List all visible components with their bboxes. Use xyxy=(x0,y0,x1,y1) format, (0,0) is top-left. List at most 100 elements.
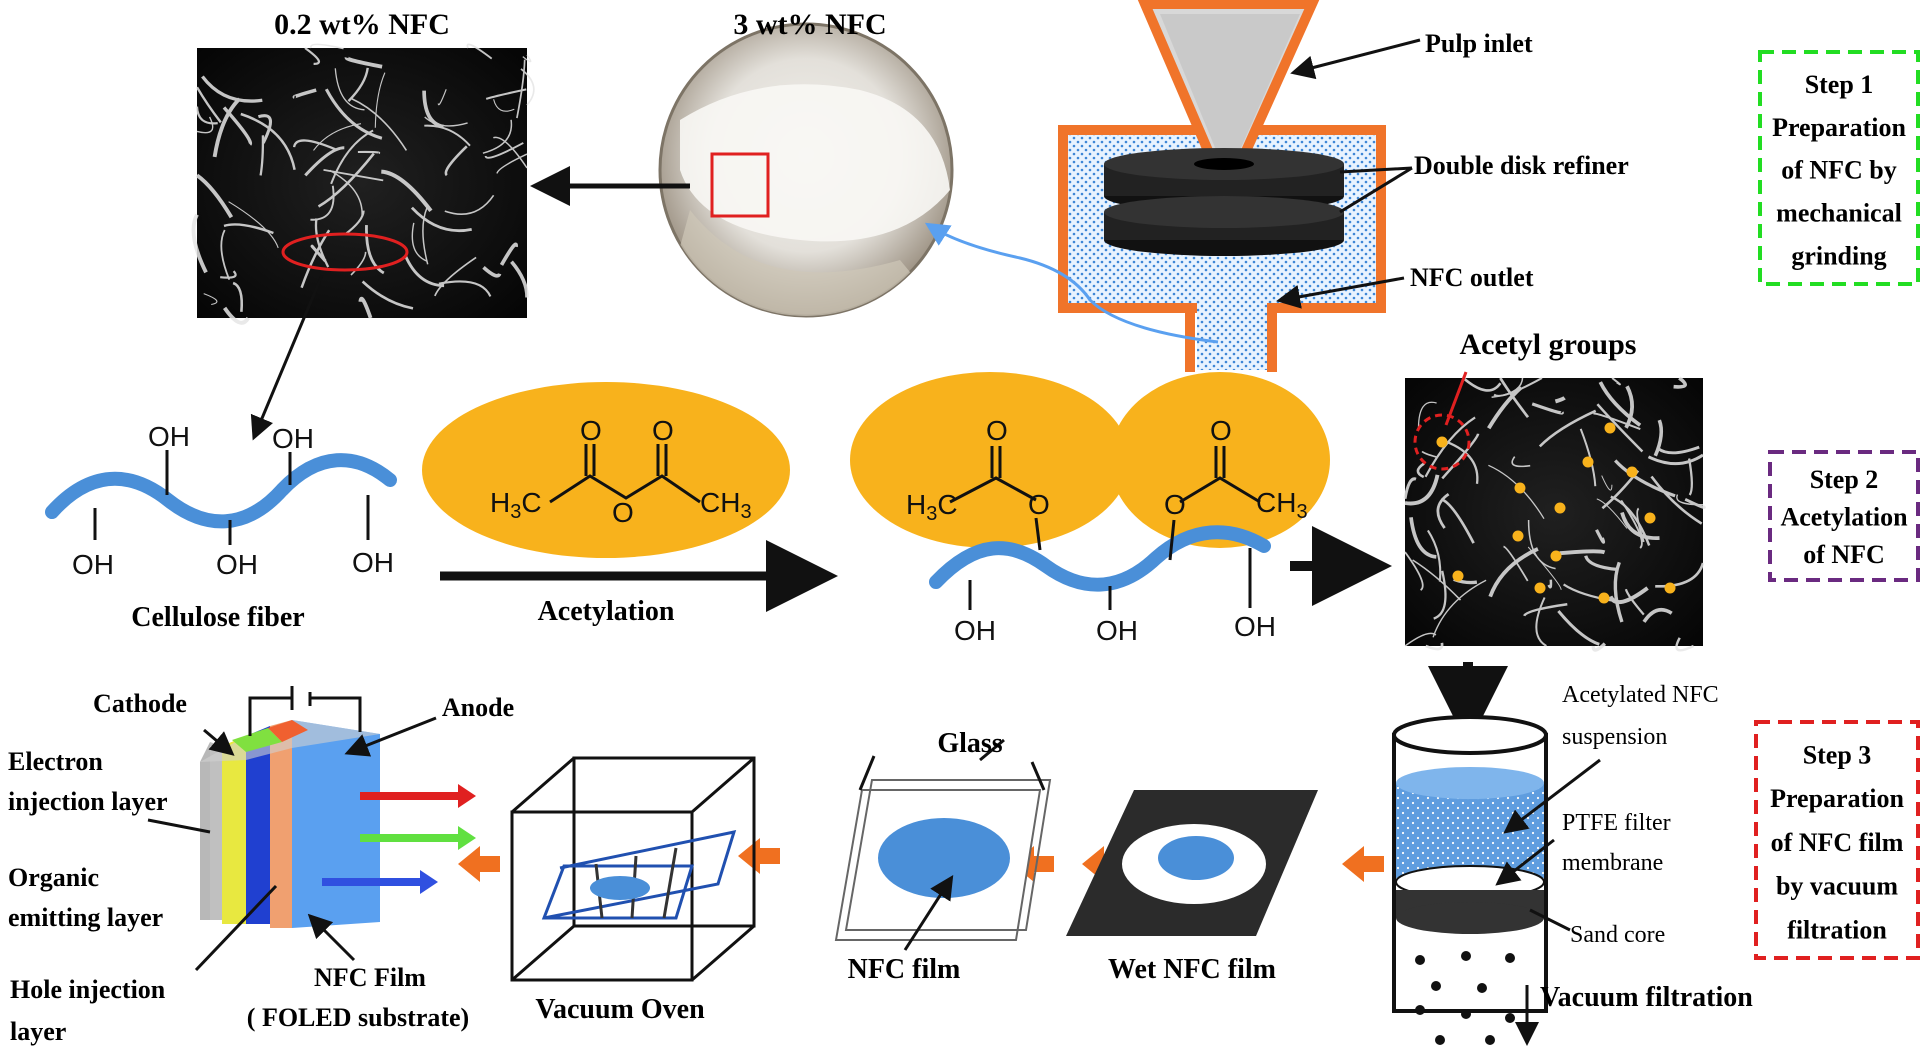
fiber-strand xyxy=(259,135,265,176)
fiber-strand xyxy=(1523,602,1568,617)
fiber-strand xyxy=(1424,416,1476,478)
ch3-label-2: CH3 xyxy=(1256,487,1308,523)
step-1-line: of NFC by xyxy=(1781,156,1897,185)
acetyl-dot xyxy=(1514,482,1526,494)
fiber-strand xyxy=(1624,385,1634,429)
fiber-strand xyxy=(1412,559,1462,601)
vacuum-drop xyxy=(1477,983,1487,993)
oh-label-8: OH xyxy=(1234,611,1276,642)
fiber-strand xyxy=(1432,579,1487,638)
fiber-strand xyxy=(1491,377,1524,399)
fiber-strand xyxy=(493,99,515,112)
fiber-strand xyxy=(1593,412,1641,431)
fiber-strand xyxy=(482,266,502,278)
fiber-strand xyxy=(1591,642,1607,652)
fiber-strand xyxy=(424,124,471,147)
fiber-strand xyxy=(1409,517,1437,559)
acetyl-dot xyxy=(1626,466,1638,478)
acetyl-dot xyxy=(1534,582,1546,594)
fiber-strand xyxy=(304,47,321,66)
label-nfc-film: NFC film xyxy=(848,954,961,985)
fiber-strand xyxy=(324,88,383,140)
step-1-line: mechanical xyxy=(1776,199,1902,228)
label-electron-1: Electron xyxy=(8,747,103,776)
acetic-anhydride-molecule xyxy=(422,382,790,558)
fiber-strand xyxy=(522,54,532,63)
label-electron-2: injection layer xyxy=(8,787,168,816)
fiber-strand xyxy=(422,90,444,129)
fiber-strand xyxy=(374,72,386,128)
label-glass: Glass xyxy=(937,728,1002,759)
fiber-strand xyxy=(201,75,263,103)
fiber-strand xyxy=(496,153,528,174)
fiber-strand xyxy=(1655,562,1705,588)
fiber-strand xyxy=(358,296,373,319)
arrow-nfc-outlet xyxy=(1276,276,1405,309)
step-3-line: Step 3 xyxy=(1803,741,1872,770)
h3c-label-2: H3C xyxy=(906,489,958,525)
acetyl-dot xyxy=(1550,550,1562,562)
acetyl-dot xyxy=(1512,530,1524,542)
fiber-strand xyxy=(484,142,524,159)
step-1-line: Step 1 xyxy=(1805,70,1874,99)
label-anode: Anode xyxy=(442,693,514,722)
label-cathode: Cathode xyxy=(93,689,187,718)
acetyl-dot xyxy=(1598,592,1610,604)
step-2-line: of NFC xyxy=(1803,540,1885,569)
vacuum-drop xyxy=(1485,1035,1495,1045)
cellulose-fiber-molecule xyxy=(45,453,397,529)
fiber-strand xyxy=(203,293,218,306)
fiber-strand xyxy=(222,306,250,325)
step-1-line: grinding xyxy=(1791,242,1886,271)
fiber-strand xyxy=(1596,498,1628,529)
arrow-outlet-to-gel xyxy=(924,222,1219,344)
label-nfc-film-substrate-1: NFC Film xyxy=(314,963,426,992)
ch3-label-1: CH3 xyxy=(700,487,752,523)
label-sand-core: Sand core xyxy=(1570,922,1665,948)
oh-label-2: OH xyxy=(272,423,314,454)
o-label-4: O xyxy=(986,415,1008,446)
fiber-strand xyxy=(292,88,317,99)
orange-process-arrow xyxy=(458,846,500,882)
fiber-strand xyxy=(1595,529,1606,544)
fiber-strand xyxy=(516,59,526,119)
fiber-strand xyxy=(1601,475,1613,491)
step-2-line: Acetylation xyxy=(1780,502,1908,531)
oh-label-1: OH xyxy=(148,421,190,452)
fiber-strand xyxy=(344,55,383,69)
step-3-line: Preparation xyxy=(1770,784,1904,813)
label-hole-2: layer xyxy=(10,1017,66,1046)
oh-label-7: OH xyxy=(1096,615,1138,646)
fiber-strand xyxy=(1562,583,1616,603)
label-acetylation: Acetylation xyxy=(538,596,675,627)
fiber-strand xyxy=(232,281,244,312)
oh-label-3: OH xyxy=(72,549,114,580)
fiber-strand xyxy=(1404,474,1440,506)
fiber-strand xyxy=(1531,402,1564,415)
o-label-5: O xyxy=(1028,489,1050,520)
orange-process-arrow xyxy=(738,838,780,874)
fiber-strand xyxy=(1503,545,1529,582)
h3c-label-1: H3C xyxy=(490,487,542,523)
fiber-strand xyxy=(1554,396,1566,404)
step-2-line: Step 2 xyxy=(1810,465,1879,494)
fiber-strand xyxy=(310,244,327,262)
fiber-strand xyxy=(1433,570,1447,620)
vacuum-drop xyxy=(1435,1035,1445,1045)
fiber-strand xyxy=(1527,519,1556,570)
fiber-strand xyxy=(1611,377,1621,386)
o-label-3: O xyxy=(612,497,634,528)
fiber-strand xyxy=(195,173,234,219)
label-organic-1: Organic xyxy=(8,863,99,892)
foled-device xyxy=(200,686,380,928)
acetyl-dot xyxy=(1604,422,1616,434)
fiber-strand xyxy=(257,114,272,144)
vacuum-drop xyxy=(1461,951,1471,961)
fiber-strand xyxy=(1446,440,1479,484)
fiber-strand xyxy=(1624,588,1645,616)
fiber-strand xyxy=(334,68,365,111)
vacuum-drop xyxy=(1415,1005,1425,1015)
label-acetyl-groups: Acetyl groups xyxy=(1460,328,1637,361)
gel-photo-3wt xyxy=(658,22,954,318)
